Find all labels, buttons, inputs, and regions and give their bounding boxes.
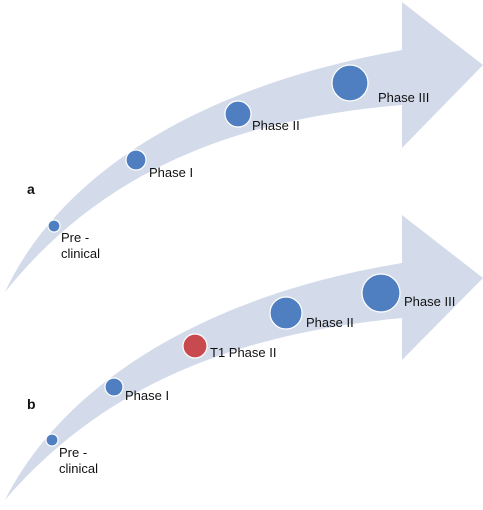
- stage-phase2-marker: [224, 100, 252, 128]
- stage-phase3-label: Phase III: [378, 90, 429, 105]
- stage-phase3-marker: [331, 64, 369, 102]
- stage-phase2-label: Phase II: [306, 315, 354, 330]
- stage-phase1-marker: [104, 377, 124, 397]
- stage-phase2-label: Phase II: [252, 118, 300, 133]
- panel-letter-a: a: [27, 181, 35, 197]
- stage-phase2-marker: [269, 296, 303, 330]
- stage-preclinical-marker: [45, 433, 59, 447]
- panel-b: b Pre - clinical Phase I T1 Phase II Pha…: [5, 215, 483, 500]
- panel-a: a Pre - clinical Phase I Phase II Phase …: [5, 2, 483, 292]
- stage-preclinical-label-line1: Pre -: [59, 445, 87, 460]
- stage-phase3-marker: [361, 273, 401, 313]
- stage-phase1-label: Phase I: [149, 165, 193, 180]
- stage-phase3-label: Phase III: [404, 294, 455, 309]
- stage-preclinical-marker: [47, 219, 61, 233]
- stage-phase1-label: Phase I: [125, 388, 169, 403]
- stage-preclinical-label-line2: clinical: [61, 246, 100, 261]
- panel-letter-b: b: [27, 396, 36, 412]
- stage-t1-phase2-marker: [182, 333, 208, 359]
- stage-t1-phase2-label: T1 Phase II: [210, 345, 276, 360]
- stage-phase1-marker: [125, 149, 147, 171]
- stage-preclinical-label-line1: Pre -: [61, 230, 89, 245]
- stage-preclinical-label-line2: clinical: [59, 461, 98, 476]
